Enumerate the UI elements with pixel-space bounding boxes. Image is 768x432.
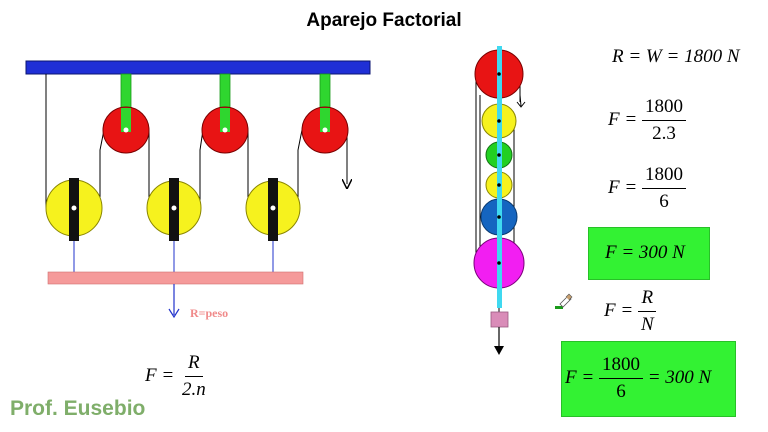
- equation-force-2: F = 1800 6: [608, 164, 686, 213]
- load-label: R=peso: [190, 306, 229, 320]
- load-platform: [47, 271, 304, 285]
- slide-title: Aparejo Factorial: [306, 10, 462, 31]
- rope-1: [99, 129, 105, 208]
- equation-result-2: F = 1800 6 = 300 N: [565, 354, 712, 402]
- load-block: [490, 311, 509, 328]
- result-box-2: [561, 341, 736, 417]
- rope-3: [199, 129, 204, 208]
- equation-result-1: F = 300 N: [605, 242, 685, 263]
- formula-general-fraction: R 2.n: [181, 352, 206, 400]
- equation-load: R = W = 1800 N: [612, 46, 740, 67]
- author-watermark: Prof. Eusebio: [10, 397, 146, 420]
- formula-general: F = R 2.n: [145, 352, 209, 401]
- rope-5: [297, 129, 303, 208]
- equation-general-n: F = R N: [604, 287, 657, 336]
- ceiling-beam: [25, 60, 371, 75]
- equation-force-1: F = 1800 2.3: [608, 96, 686, 145]
- central-axis: [497, 46, 502, 308]
- pen-cursor-icon: [555, 293, 573, 309]
- result-box-1: [588, 227, 710, 280]
